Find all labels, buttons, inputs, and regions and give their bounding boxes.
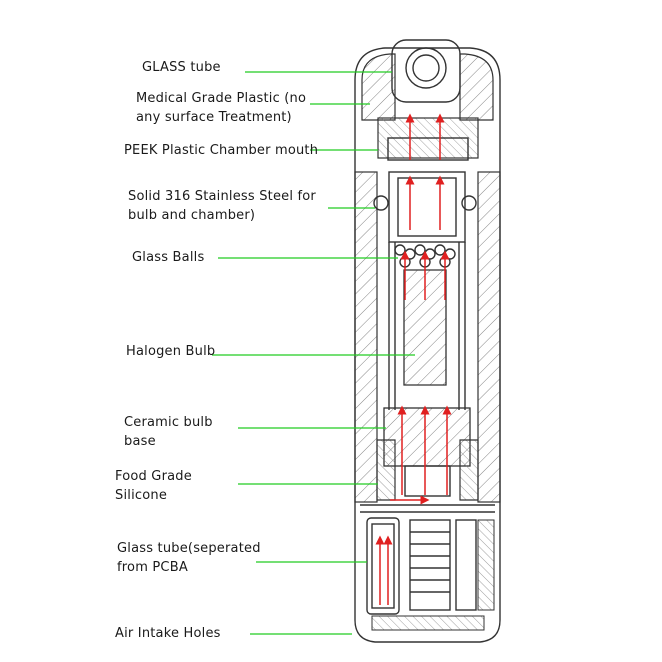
label-medical-plastic-line2: any surface Treatment) (136, 110, 292, 125)
mouthpiece-housing (391, 39, 461, 103)
label-glass-balls: Glass Balls (132, 250, 204, 265)
ceramic-base (383, 407, 471, 467)
labels: GLASS tube Medical Grade Plastic (no any… (115, 60, 318, 641)
lower-glass-tube (366, 517, 400, 615)
label-glass-tube-pcba-line2: from PCBA (117, 560, 188, 575)
label-steel-line1: Solid 316 Stainless Steel for (128, 189, 316, 204)
leader-lines (212, 71, 415, 635)
label-glass-tube-pcba-line1: Glass tube(seperated (117, 541, 261, 556)
label-ceramic-line1: Ceramic bulb (124, 415, 213, 430)
glass-tube-ring-outer (405, 47, 447, 89)
label-silicone-line2: Silicone (115, 488, 167, 503)
side-pin-left (373, 195, 389, 211)
label-medical-plastic-line1: Medical Grade Plastic (no (136, 91, 306, 106)
halogen-bulb (403, 269, 447, 386)
steel-chamber (388, 171, 466, 243)
top-cap-hatch-right (459, 53, 494, 121)
label-glass-tube: GLASS tube (142, 60, 221, 75)
glass-tube-ring-inner (412, 54, 440, 82)
label-halogen-bulb: Halogen Bulb (126, 344, 215, 359)
top-cap-hatch (361, 53, 396, 121)
label-air-intake: Air Intake Holes (115, 626, 221, 641)
device-body (354, 39, 501, 643)
left-wall-hatch (354, 171, 378, 503)
intake-holes (371, 615, 485, 631)
airflow-arrows (375, 113, 452, 605)
label-ceramic-line2: base (124, 434, 156, 449)
silicone-seal (376, 439, 396, 501)
label-steel-line2: bulb and chamber) (128, 208, 255, 223)
outer-shell (354, 47, 501, 643)
pcba-coil (409, 519, 495, 611)
label-silicone-line1: Food Grade (115, 469, 192, 484)
side-pin-right (461, 195, 477, 211)
right-wall-hatch (477, 171, 501, 503)
label-peek-mouth: PEEK Plastic Chamber mouth (124, 143, 318, 158)
